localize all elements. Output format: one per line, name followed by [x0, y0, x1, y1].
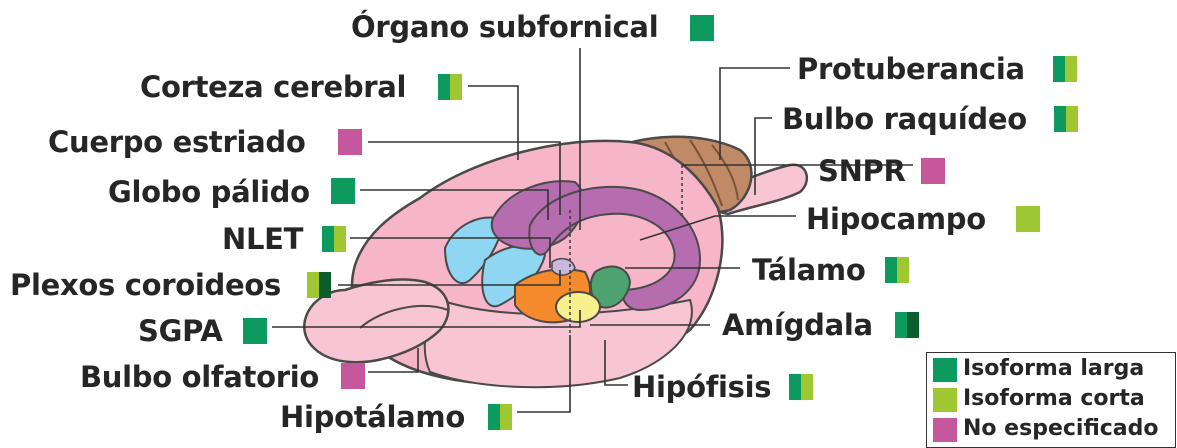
legend-label-no-especificado: No especificado: [963, 415, 1159, 443]
mixed-larga-corta-swatch: [438, 74, 462, 100]
isoforma-larga-swatch: [690, 15, 714, 41]
no-especificado-swatch: [338, 129, 362, 155]
mixed-larga-corta-swatch: [789, 374, 813, 400]
no-especificado-swatch: [933, 418, 957, 442]
label-hipofisis: Hipófisis: [632, 370, 771, 404]
label-talamo: Tálamo: [752, 253, 865, 287]
label-snpr: SNPR: [818, 154, 906, 188]
isoforma-larga-swatch: [243, 318, 267, 344]
label-corteza-cerebral: Corteza cerebral: [140, 70, 406, 104]
isoforma-larga-swatch: [331, 178, 355, 204]
label-protuberancia: Protuberancia: [797, 52, 1025, 86]
label-bulbo-olfatorio: Bulbo olfatorio: [80, 360, 319, 394]
mixed-corta-oscura-swatch: [307, 272, 331, 298]
label-globo-palido: Globo pálido: [108, 175, 310, 209]
label-nlet: NLET: [222, 222, 303, 256]
mixed-larga-corta-swatch: [1054, 106, 1078, 132]
legend-label-larga: Isoforma larga: [963, 355, 1144, 383]
label-bulbo-raquideo: Bulbo raquídeo: [782, 102, 1027, 136]
label-cuerpo-estriado: Cuerpo estriado: [48, 125, 305, 159]
mixed-larga-corta-swatch: [1053, 56, 1077, 82]
mixed-larga-corta-swatch: [885, 257, 909, 283]
isoforma-corta-swatch: [1016, 206, 1040, 232]
legend-label-corta: Isoforma corta: [963, 385, 1145, 413]
legend: Isoforma larga Isoforma corta No especif…: [926, 352, 1176, 448]
label-plexos-coroideos: Plexos coroideos: [10, 268, 281, 302]
label-organo-subfornical: Órgano subfornical: [351, 10, 658, 44]
label-sgpa: SGPA: [138, 314, 223, 348]
label-hipotalamo: Hipotálamo: [280, 400, 465, 434]
isoforma-larga-swatch: [933, 358, 957, 382]
mixed-larga-corta-swatch: [322, 226, 346, 252]
isoforma-corta-swatch: [933, 388, 957, 412]
no-especificado-swatch: [921, 158, 945, 184]
label-hipocampo: Hipocampo: [806, 202, 986, 236]
no-especificado-swatch: [341, 363, 365, 389]
amygdala-yellow-shape: [556, 292, 600, 322]
mixed-larga-corta-swatch: [488, 404, 512, 430]
label-amigdala: Amígdala: [722, 308, 873, 342]
mixed-larga-oscura-swatch: [895, 312, 919, 338]
